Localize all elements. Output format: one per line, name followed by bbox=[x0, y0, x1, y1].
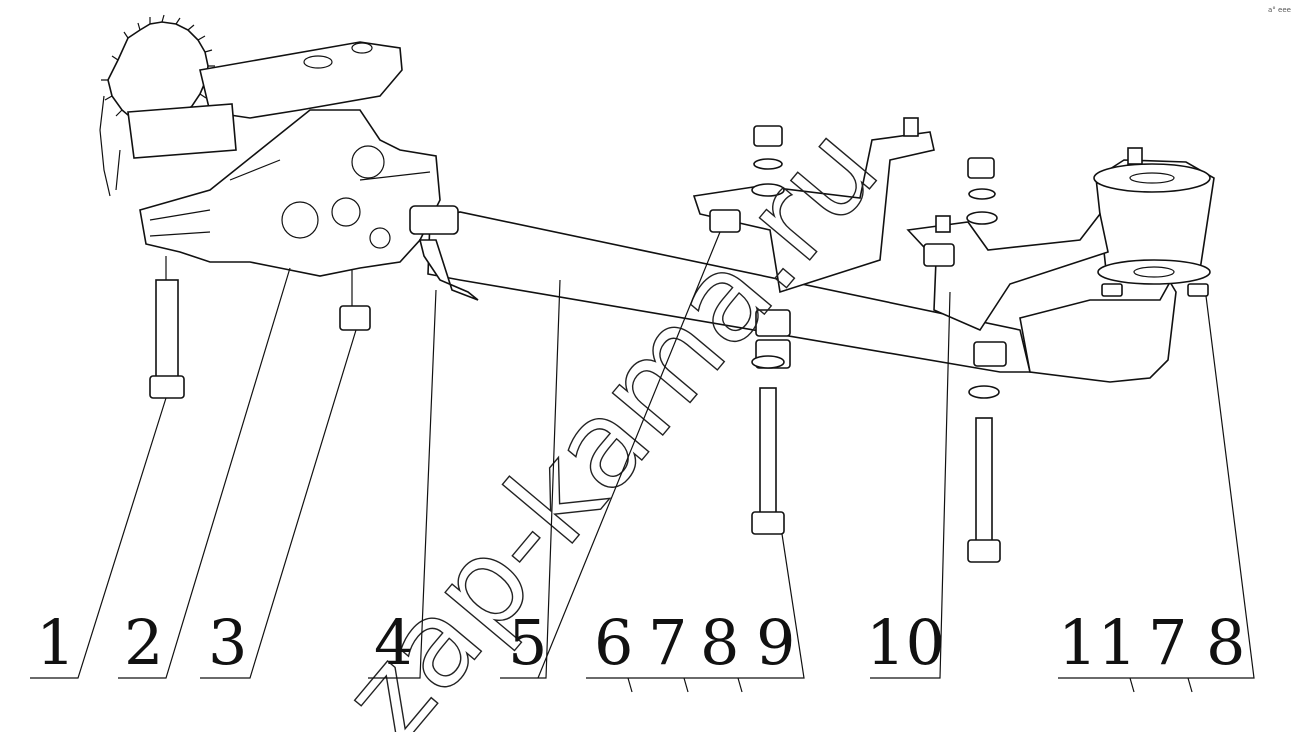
leader-3 bbox=[200, 329, 357, 679]
oil-pump-body bbox=[99, 14, 441, 277]
flange-nut-left bbox=[1101, 283, 1123, 297]
leader-4 bbox=[368, 289, 437, 679]
tube-elbow bbox=[1019, 280, 1177, 383]
tube-main bbox=[427, 211, 1032, 373]
fastener-stack-left bbox=[751, 125, 791, 535]
leader-10 bbox=[870, 291, 951, 679]
leader-2 bbox=[118, 267, 291, 679]
stack-left-washer-3 bbox=[751, 355, 785, 369]
bolt-part-1 bbox=[149, 256, 185, 399]
bracket-stud-left bbox=[903, 117, 919, 137]
callout-1: 1 bbox=[36, 606, 75, 679]
clamp-upper-right bbox=[973, 341, 1007, 367]
bolt-1-head bbox=[149, 375, 185, 399]
callout-9: 9 bbox=[756, 606, 795, 679]
strainer-stud bbox=[1127, 147, 1143, 165]
leader-8b bbox=[1058, 295, 1255, 679]
flange-nut-right bbox=[1187, 283, 1209, 297]
housing-lines bbox=[149, 159, 431, 237]
leader-1 bbox=[30, 397, 167, 679]
strainer-inner bbox=[1129, 172, 1175, 184]
bracket-nut-5 bbox=[709, 209, 741, 233]
leader-lines bbox=[30, 231, 1255, 693]
nut-3 bbox=[339, 305, 371, 331]
callout-3: 3 bbox=[208, 606, 247, 679]
callout-2: 2 bbox=[124, 606, 163, 679]
callout-5: 5 bbox=[508, 606, 547, 679]
leader-9 bbox=[586, 533, 805, 679]
gear-side bbox=[99, 95, 121, 197]
leader-5 bbox=[500, 279, 561, 679]
callout-4: 4 bbox=[374, 606, 413, 679]
stack-right-washer-1 bbox=[968, 188, 996, 200]
bracket-arm-right bbox=[906, 212, 1109, 332]
housing-bore-1 bbox=[281, 201, 319, 239]
support-bracket-left bbox=[692, 117, 935, 337]
housing-bore-3 bbox=[351, 145, 385, 179]
stack-left-nut bbox=[753, 125, 783, 147]
bolt-1-shank bbox=[155, 279, 179, 381]
stack-right-bolt-shank bbox=[975, 417, 993, 543]
callout-6: 6 bbox=[594, 606, 633, 679]
support-bracket-right bbox=[906, 212, 1109, 367]
fastener-stack-right bbox=[966, 157, 1001, 563]
stack-left-bolt-head bbox=[751, 511, 785, 535]
elbow-flange bbox=[1097, 259, 1211, 285]
stack-right-bolt-head bbox=[967, 539, 1001, 563]
tube-flange bbox=[409, 205, 459, 235]
bracket-bolt bbox=[351, 42, 373, 54]
stack-right-nut bbox=[967, 157, 995, 179]
pump-cover-block bbox=[127, 103, 237, 159]
bracket-nut-right bbox=[923, 243, 955, 267]
corner-mark: a° eee bbox=[1268, 6, 1291, 14]
bracket-arm-left bbox=[692, 131, 935, 294]
nut-part-3 bbox=[339, 270, 371, 331]
callout-8b: 8 bbox=[1206, 606, 1245, 679]
stack-left-washer-1 bbox=[753, 158, 783, 170]
clamp-upper-left bbox=[755, 309, 791, 337]
callout-labels: 1 2 3 4 5 6 7 8 9 10 11 7 8 bbox=[36, 606, 1245, 679]
elbow-flange-bore bbox=[1133, 266, 1175, 278]
callout-7: 7 bbox=[648, 606, 687, 679]
callout-11: 11 bbox=[1058, 606, 1137, 679]
callout-10: 10 bbox=[866, 606, 945, 679]
suction-tube-part-5 bbox=[409, 147, 1215, 383]
housing-bore-2 bbox=[331, 197, 361, 227]
stack-left-washer-2 bbox=[751, 183, 785, 197]
stack-left-bolt-shank bbox=[759, 387, 777, 517]
leader-5b bbox=[537, 231, 721, 679]
bracket-hole bbox=[303, 55, 333, 69]
leader-ticks-11 bbox=[1129, 677, 1193, 693]
housing-bore-4 bbox=[369, 227, 391, 249]
leader-ticks-6-8 bbox=[627, 677, 743, 693]
callout-8: 8 bbox=[700, 606, 739, 679]
bracket-stud-right bbox=[935, 215, 951, 233]
callout-7b: 7 bbox=[1148, 606, 1187, 679]
stack-right-washer-3 bbox=[968, 385, 1000, 399]
tube-bracket-4 bbox=[418, 239, 479, 301]
strainer-flange bbox=[1093, 163, 1211, 193]
stack-right-washer-2 bbox=[966, 211, 998, 225]
